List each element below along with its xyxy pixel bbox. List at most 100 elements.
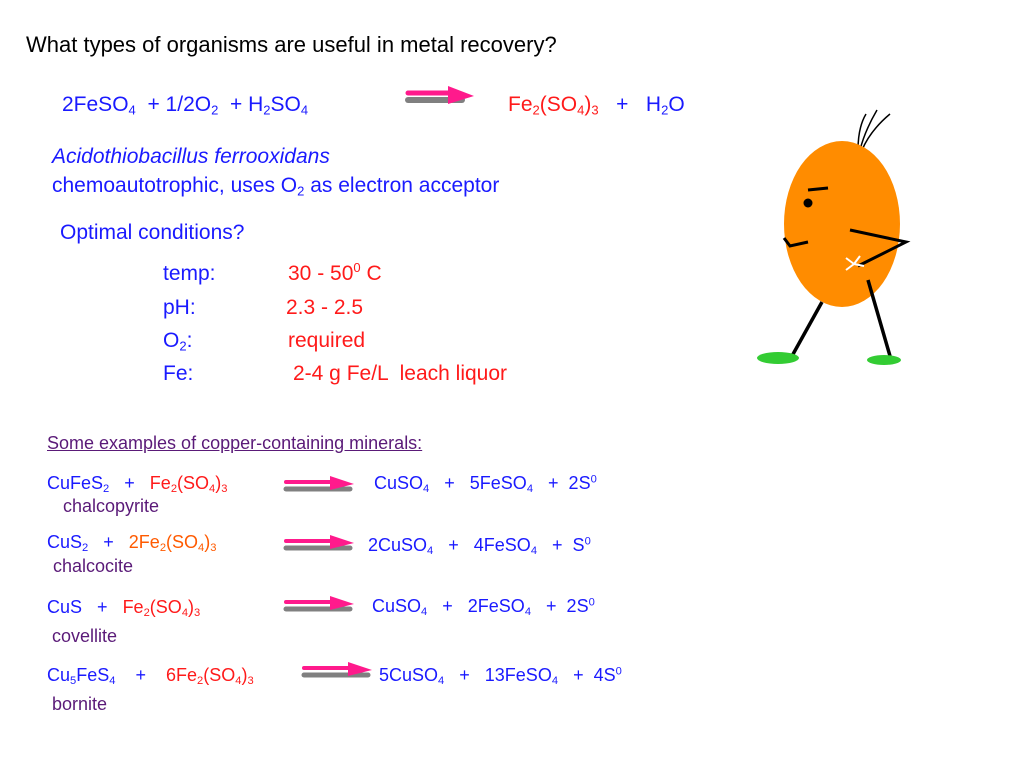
reaction-4-reactants: Cu5FeS4 + 6Fe2(SO4)3: [47, 665, 254, 688]
lhs-sub: 4: [300, 102, 309, 118]
lhs-sub: 2: [263, 102, 271, 118]
lhs-sub: 2: [211, 102, 219, 118]
product-sub: 4: [421, 606, 428, 619]
product: CuSO: [372, 596, 422, 616]
rhs-plus: +: [616, 93, 629, 116]
oxidant-sub: 2: [197, 675, 204, 688]
mineral-name-covellite: covellite: [52, 626, 118, 646]
oxidant: (SO: [177, 473, 210, 493]
rhs-sub: 3: [591, 102, 599, 118]
rhs-sub: 2: [532, 102, 540, 118]
bacterium-cartoon-icon: [757, 109, 911, 365]
oxidant: ): [204, 532, 211, 552]
oxidant-sub: 3: [247, 675, 254, 688]
o2-colon: :: [186, 329, 193, 352]
rhs-sub: 4: [577, 102, 585, 118]
lhs-o2: + 1/2O: [147, 93, 212, 116]
oxidant-sub: 2: [170, 483, 178, 496]
main-reaction-rhs: Fe2(SO4)3 + H2O: [508, 93, 685, 118]
oxidant: (SO: [149, 597, 182, 617]
oxidant: ): [241, 665, 248, 685]
rhs-h2o: H: [645, 93, 662, 116]
product-sup: 0: [584, 535, 591, 548]
o2-o: O: [163, 329, 180, 352]
lhs-feso4: 2FeSO: [62, 93, 129, 116]
examples-heading: Some examples of copper-containing miner…: [47, 433, 423, 453]
lhs-h2so4: + H: [230, 93, 264, 116]
oxidant: 6Fe: [166, 665, 198, 685]
product: + 13FeSO: [459, 665, 552, 685]
product: + 2S: [546, 596, 589, 616]
reaction-3-reactants: CuS + Fe2(SO4)3: [47, 597, 201, 620]
rhs-o: O: [668, 93, 685, 116]
fe-label: Fe:: [163, 362, 194, 385]
main-reaction-lhs: 2FeSO4 + 1/2O2 + H2SO4: [62, 93, 309, 118]
desc-text: as electron acceptor: [310, 174, 500, 197]
product: + 2S: [548, 473, 591, 493]
mineral-name-chalcopyrite: chalcopyrite: [63, 496, 160, 516]
product: 2CuSO: [368, 535, 428, 555]
reaction-4-products: 5CuSO4 + 13FeSO4 + 4S0: [379, 665, 622, 688]
organism-description: chemoautotrophic, uses O2 as electron ac…: [52, 174, 500, 199]
reaction-arrow-icon: [283, 535, 354, 551]
oxidant-sub: 4: [198, 542, 205, 555]
plus-sign: +: [97, 597, 108, 617]
page-question: What types of organisms are useful in me…: [26, 32, 557, 57]
oxidant-sub: 3: [194, 607, 201, 620]
product-sub: 4: [526, 483, 534, 496]
ph-value: 2.3 - 2.5: [286, 296, 364, 319]
temp-value: 30 - 500 C: [288, 260, 382, 285]
plus-sign: +: [124, 473, 135, 493]
plus-sign: +: [103, 532, 114, 552]
degree-sup: 0: [353, 260, 361, 276]
o2-sub: 2: [179, 338, 187, 354]
oxidant: (SO: [203, 665, 236, 685]
product-sub: 4: [423, 483, 430, 496]
reaction-arrow-icon: [301, 662, 372, 678]
product-sub: 4: [524, 606, 532, 619]
reactant-mineral: Cu: [47, 665, 71, 685]
oxidant-sub: 3: [221, 483, 228, 496]
reaction-arrow-icon: [283, 476, 354, 492]
mineral-name-bornite: bornite: [52, 694, 108, 714]
lhs-so4: SO: [270, 93, 301, 116]
reactant-mineral: CuS: [47, 532, 83, 552]
reactant-sub: 5: [70, 675, 77, 688]
oxidant-sub: 4: [181, 607, 189, 620]
reactant-sub: 4: [109, 675, 116, 688]
oxidant-sub: 2: [143, 607, 150, 620]
product: + 4FeSO: [448, 535, 531, 555]
product-sup: 0: [615, 665, 622, 678]
temp-range: 30 - 50: [288, 262, 354, 285]
product-sub: 4: [530, 545, 538, 558]
lhs-sub: 4: [128, 102, 136, 118]
product: + 2FeSO: [442, 596, 525, 616]
product-sub: 4: [438, 675, 445, 688]
reaction-2-products: 2CuSO4 + 4FeSO4 + S0: [368, 535, 591, 558]
product-sup: 0: [590, 473, 597, 486]
o2-value: required: [288, 329, 366, 352]
rhs-so: (SO: [539, 93, 578, 116]
oxidant-sub: 4: [209, 483, 216, 496]
product-sup: 0: [588, 596, 595, 609]
product-sub: 4: [427, 545, 434, 558]
temp-label: temp:: [163, 262, 216, 285]
reactant-sub: 2: [103, 483, 110, 496]
reaction-arrow-icon: [405, 86, 474, 104]
desc-sub: 2: [297, 183, 305, 199]
reactant-mineral: FeS: [76, 665, 110, 685]
ph-label: pH:: [163, 296, 196, 319]
reactant-mineral: CuS: [47, 597, 83, 617]
reaction-2-reactants: CuS2 + 2Fe2(SO4)3: [47, 532, 216, 555]
oxidant: Fe: [149, 473, 171, 493]
rhs-fe: Fe: [508, 93, 533, 116]
product: CuSO: [374, 473, 424, 493]
conditions-heading: Optimal conditions?: [60, 221, 245, 244]
desc-text: chemoautotrophic, uses O: [52, 174, 298, 197]
oxidant: (SO: [166, 532, 199, 552]
fe-value: 2-4 g Fe/L leach liquor: [293, 362, 508, 385]
oxidant: 2Fe: [128, 532, 160, 552]
reaction-3-products: CuSO4 + 2FeSO4 + 2S0: [372, 596, 595, 619]
rhs-sub: 2: [661, 102, 669, 118]
mineral-name-chalcocite: chalcocite: [53, 556, 134, 576]
